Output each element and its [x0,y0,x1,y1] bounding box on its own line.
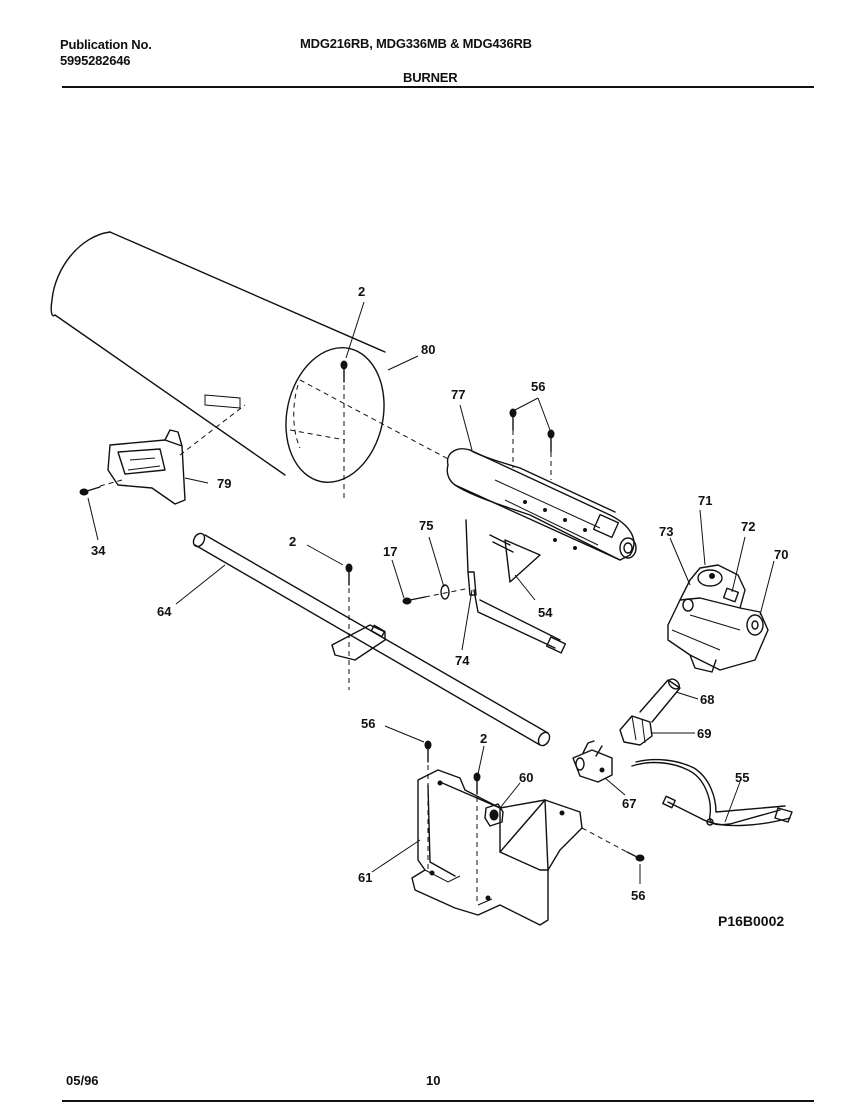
callout-60: 60 [519,770,533,785]
mounting-bracket-part-61 [411,769,583,926]
callout-2-bracket: 2 [480,731,487,746]
screw-2-top [340,360,348,500]
callout-73: 73 [659,524,673,539]
page-number: 10 [426,1073,441,1088]
callout-80: 80 [421,342,435,357]
footer-rule [62,1100,814,1102]
section-title: BURNER [403,70,458,85]
callout-71: 71 [698,493,712,508]
callout-64: 64 [157,604,172,619]
screw-34 [79,479,123,496]
publication-label: Publication No. [60,37,152,52]
callout-72: 72 [741,519,755,534]
callout-54: 54 [538,605,553,620]
model-numbers: MDG216RB, MDG336MB & MDG436RB [300,36,532,51]
screw-56-bracket-right [581,827,645,862]
callout-70: 70 [774,547,788,562]
callout-56-bracket-left: 56 [361,716,375,731]
callout-77: 77 [451,387,465,402]
screw-56-bracket-left [424,740,432,870]
callout-69: 69 [697,726,711,741]
drum-part-80 [50,231,451,483]
wire-harness-part-55 [631,758,793,827]
orifice-nut-part-69 [619,715,653,746]
burner-part-77 [446,430,637,561]
thermostat-part-60 [484,803,504,827]
callout-2-mid: 2 [289,534,296,549]
igniter-part-74 [465,519,567,654]
pipe-nipple-part-68 [639,678,681,723]
header-rule [62,86,814,88]
callout-56-top: 56 [531,379,545,394]
figure-code: P16B0002 [718,913,785,929]
publication-number: 5995282646 [60,53,131,68]
manifold-pipe-part-64 [192,532,551,747]
callout-61: 61 [358,870,372,885]
sensor-part-67 [572,740,613,783]
washer-part-75 [424,584,471,600]
callout-74: 74 [455,653,470,668]
igniter-bracket-part-54 [489,534,541,583]
screw-17 [402,596,426,605]
screws-56-top [509,408,555,453]
callout-68: 68 [700,692,714,707]
callout-67: 67 [622,796,636,811]
callout-56-bracket-right: 56 [631,888,645,903]
callout-34: 34 [91,543,106,558]
publication-date: 05/96 [66,1073,99,1088]
screw-2-mid [345,563,353,690]
gas-valve-part-70 [667,564,769,673]
callout-79: 79 [217,476,231,491]
screw-2-bracket [473,772,481,905]
callout-75: 75 [419,518,433,533]
callout-55: 55 [735,770,749,785]
bracket-part-79 [107,404,246,505]
callout-17: 17 [383,544,397,559]
callout-2-top: 2 [358,284,365,299]
leader-lines [87,301,775,884]
